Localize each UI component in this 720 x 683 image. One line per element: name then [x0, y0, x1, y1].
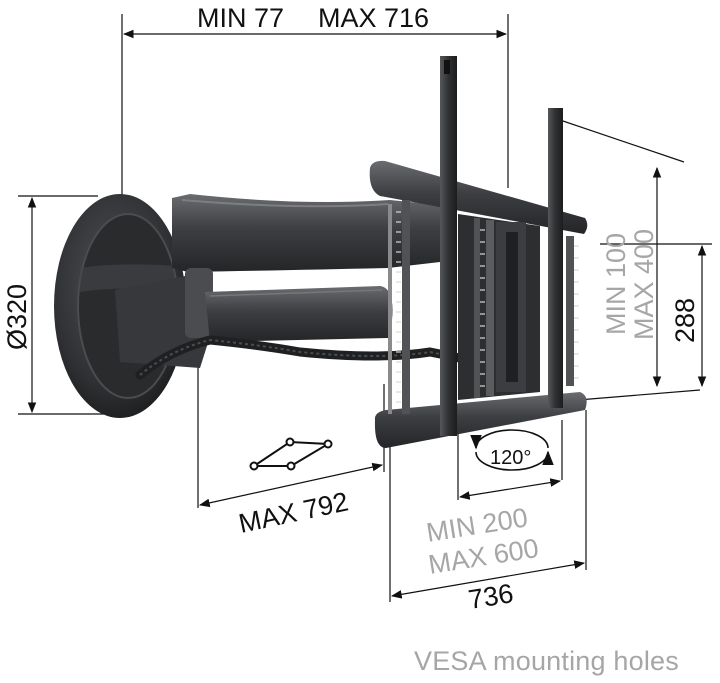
top-width-min-label: MIN 77: [197, 3, 284, 33]
upper-arm: [172, 194, 440, 272]
arm-extension-label: MAX 792: [236, 486, 351, 538]
top-width-max-label: MAX 716: [318, 3, 429, 33]
swivel-icon: [470, 429, 554, 471]
vesa-height-min-label: MIN 100: [601, 233, 631, 335]
rail-height-label: 288: [670, 298, 700, 343]
vesa-bar-left: [440, 56, 457, 436]
vesa-height-max-label: MAX 400: [629, 229, 659, 340]
top-rail: [369, 160, 588, 234]
vesa-bar-right: [548, 108, 563, 408]
swivel-label: 120°: [490, 447, 531, 469]
plate-diameter-label: Ø320: [2, 284, 32, 350]
overall-width-label: 736: [466, 578, 515, 615]
vesa-caption: VESA mounting holes: [414, 646, 679, 676]
hole-pattern-icon: [249, 437, 333, 471]
lower-arm: [205, 286, 393, 342]
tv-wall-mount: [54, 56, 588, 448]
bottom-rail: [374, 392, 587, 448]
ladder-ticks: [396, 211, 579, 403]
